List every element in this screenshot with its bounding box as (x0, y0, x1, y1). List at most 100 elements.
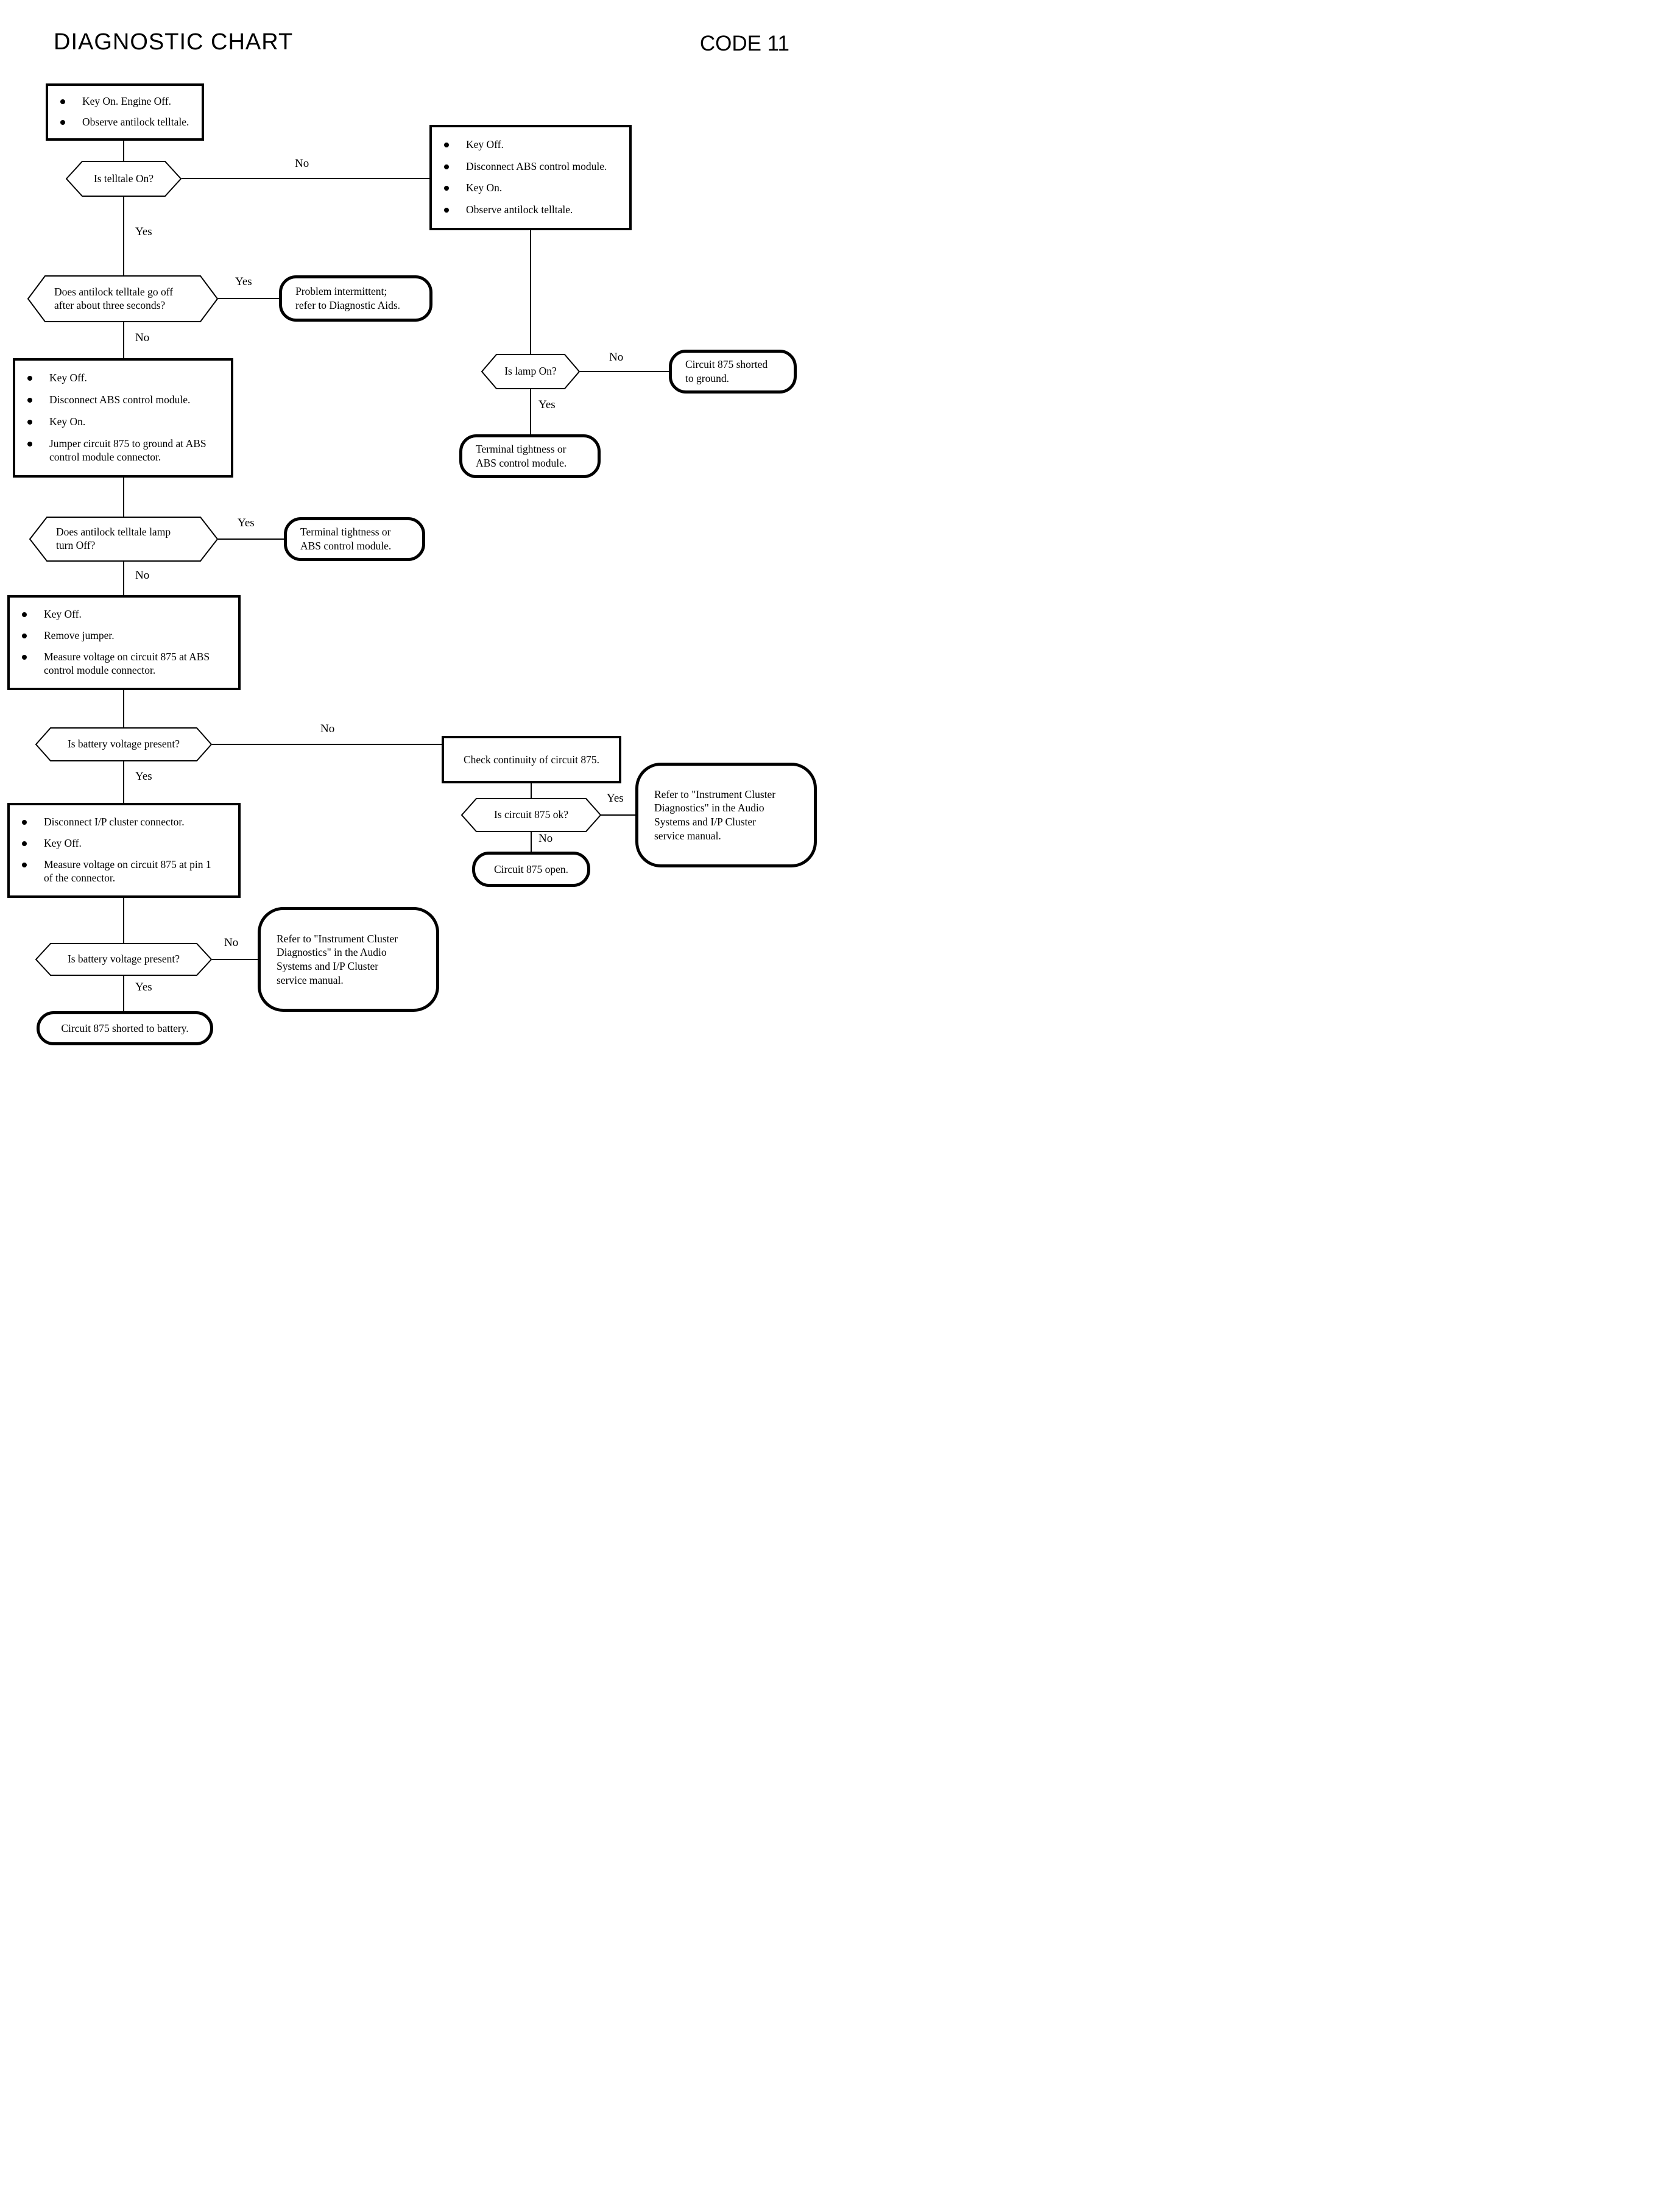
bullet-icon (444, 142, 449, 147)
bullet-text: Key Off. (49, 372, 87, 384)
decision-text: Is circuit 875 ok? (494, 808, 568, 821)
bullet-icon (444, 186, 449, 191)
hexagon-shape (29, 517, 218, 562)
edge-label-no: No (320, 722, 335, 735)
connector (123, 690, 124, 727)
edge-label-yes: Yes (235, 275, 252, 288)
code-label: CODE 11 (699, 32, 789, 55)
decision-text: Is lamp On? (504, 365, 557, 378)
decision-telltale-go-off: Does antilock telltale go off after abou… (27, 275, 218, 322)
edge-label-no: No (295, 157, 309, 170)
bullet-icon (22, 863, 27, 868)
bullet-text: Key On. Engine Off. (82, 95, 171, 108)
bullet-text: Observe antilock telltale. (466, 203, 573, 216)
bullet-icon (22, 634, 27, 639)
connector (530, 230, 531, 354)
decision-text: Is battery voltage present? (67, 953, 180, 966)
connector (123, 197, 124, 275)
edge-label-yes: Yes (238, 517, 255, 529)
result-circuit-875-open: Circuit 875 open. (472, 852, 590, 887)
bullet-text: Key Off. (44, 608, 82, 621)
connector (212, 744, 442, 745)
decision-telltale-lamp-turn-off: Does antilock telltale lamp turn Off? (29, 517, 218, 562)
list-item: Key Off. (20, 372, 226, 385)
bullet-icon (22, 841, 27, 847)
bullet-icon (22, 655, 27, 660)
decision-text: Does antilock telltale lamp turn Off? (56, 526, 171, 551)
bullet-text: Key On. (49, 415, 86, 428)
connector (218, 538, 284, 540)
connector (530, 389, 531, 434)
list-item: Key Off. (437, 138, 624, 152)
list-item: Key Off. (15, 608, 233, 621)
result-terminal-tightness-right: Terminal tightness or ABS control module… (459, 434, 601, 478)
list-item: Disconnect I/P cluster connector. (15, 816, 233, 829)
bullet-text: Disconnect ABS control module. (466, 160, 607, 172)
connector (123, 976, 124, 1011)
bullet-icon (22, 820, 27, 825)
list-item: Remove jumper. (15, 629, 233, 643)
bullet-text: Measure voltage on circuit 875 at ABS co… (44, 651, 210, 676)
connector (123, 478, 124, 517)
list-item: Key Off. (15, 837, 233, 850)
list-item: Measure voltage on circuit 875 at pin 1 … (15, 858, 233, 885)
bullet-icon (27, 442, 32, 447)
hexagon-shape (27, 275, 218, 322)
connector (123, 562, 124, 595)
bullet-text: Observe antilock telltale. (82, 115, 189, 128)
result-terminal-tightness-left: Terminal tightness or ABS control module… (284, 517, 425, 561)
bullet-text: Key Off. (466, 138, 504, 150)
edge-label-no: No (538, 832, 553, 845)
action-box-measure-voltage: Key Off. Remove jumper. Measure voltage … (7, 595, 241, 690)
connector (212, 959, 258, 960)
list-item: Disconnect ABS control module. (437, 160, 624, 174)
bullet-icon (27, 376, 32, 381)
hexagon-shape (461, 798, 601, 832)
hexagon-shape (35, 943, 212, 976)
connector (580, 371, 669, 372)
bullet-text: Key Off. (44, 837, 82, 850)
connector (123, 141, 124, 161)
bullet-icon (27, 398, 32, 403)
bullet-text: Disconnect I/P cluster connector. (44, 816, 185, 828)
decision-lamp-on: Is lamp On? (481, 354, 580, 389)
edge-label-no: No (609, 351, 624, 364)
list-item: Observe antilock telltale. (53, 116, 197, 129)
connector (123, 898, 124, 943)
edge-label-no: No (224, 936, 239, 949)
result-problem-intermittent: Problem intermittent; refer to Diagnosti… (279, 275, 432, 322)
list-item: Key On. (437, 182, 624, 195)
edge-label-yes: Yes (135, 225, 152, 238)
bullet-text: Remove jumper. (44, 629, 115, 642)
edge-label-yes: Yes (607, 792, 624, 805)
bullet-icon (22, 612, 27, 618)
decision-telltale-on: Is telltale On? (66, 161, 182, 197)
edge-label-yes: Yes (135, 770, 152, 783)
decision-battery-voltage-1: Is battery voltage present? (35, 727, 212, 761)
result-circuit-875-shorted-to-battery: Circuit 875 shorted to battery. (37, 1011, 213, 1045)
hexagon-shape (481, 354, 580, 389)
decision-text: Does antilock telltale go off after abou… (54, 285, 174, 311)
hexagon-shape (66, 161, 182, 197)
result-circuit-875-shorted-to-ground: Circuit 875 shorted to ground. (669, 350, 797, 394)
action-box-jumper-circuit-875: Key Off. Disconnect ABS control module. … (13, 358, 233, 478)
connector (123, 322, 124, 358)
connector (182, 178, 429, 179)
bullet-icon (444, 208, 449, 213)
start-box: Key On. Engine Off. Observe antilock tel… (46, 83, 204, 141)
bullet-text: Key On. (466, 182, 503, 194)
connector (531, 832, 532, 852)
bullet-icon (27, 420, 32, 425)
list-item: Jumper circuit 875 to ground at ABS cont… (20, 437, 226, 464)
bullet-text: Disconnect ABS control module. (49, 394, 191, 406)
list-item: Measure voltage on circuit 875 at ABS co… (15, 651, 233, 677)
action-box-disconnect-abs: Key Off. Disconnect ABS control module. … (429, 125, 632, 230)
connector (531, 783, 532, 798)
bullet-text: Measure voltage on circuit 875 at pin 1 … (44, 858, 211, 884)
list-item: Disconnect ABS control module. (20, 394, 226, 407)
connector (123, 761, 124, 803)
list-item: Observe antilock telltale. (437, 203, 624, 217)
edge-label-yes: Yes (135, 981, 152, 994)
bullet-text: Jumper circuit 875 to ground at ABS cont… (49, 437, 206, 463)
bullet-icon (60, 99, 65, 105)
